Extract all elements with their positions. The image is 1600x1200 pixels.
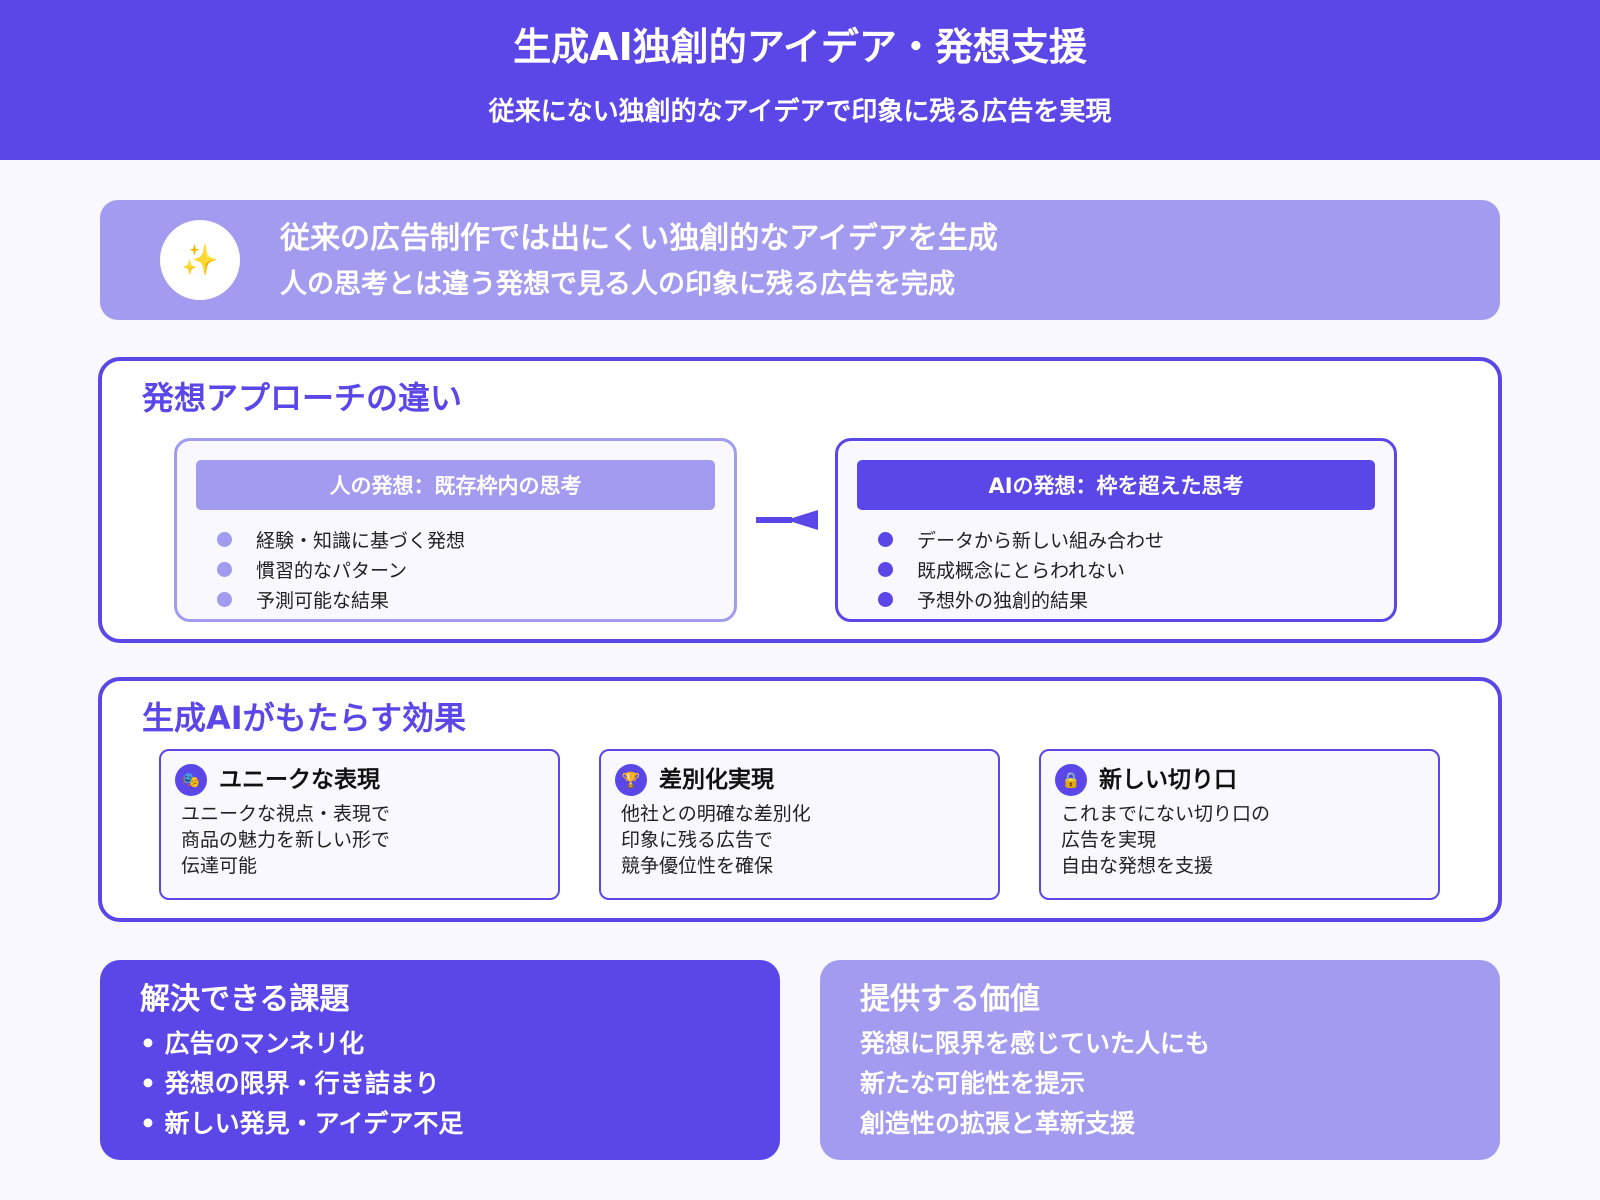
list-item: 創造性の拡張と革新支援: [860, 1109, 1136, 1138]
lock-icon: 🔒: [1055, 764, 1087, 796]
page-subtitle: 従来にない独創的なアイデアで印象に残る広告を実現: [488, 97, 1112, 127]
list-item: 予想外の独創的結果: [878, 584, 1164, 614]
intro-headline: 従来の広告制作では出にくい独創的なアイデアを生成: [280, 221, 998, 256]
problems-list: • 広告のマンネリ化 • 発想の限界・行き詰まり • 新しい発見・アイデア不足: [140, 1024, 463, 1144]
human-approach-heading: 人の発想：既存枠内の思考: [196, 460, 715, 510]
list-item: 新たな可能性を提示: [860, 1069, 1086, 1098]
list-item: • 広告のマンネリ化: [140, 1029, 365, 1058]
effect-card-title: 差別化実現: [659, 767, 774, 793]
effect-card-new-angle: 🔒 新しい切り口 これまでにない切り口の 広告を実現 自由な発想を支援: [1039, 749, 1440, 900]
effect-card-title: 新しい切り口: [1099, 767, 1237, 793]
trophy-icon: 🏆: [615, 764, 647, 796]
bullet-dot-icon: [217, 561, 232, 577]
problems-title: 解決できる課題: [140, 982, 350, 1017]
list-item: • 新しい発見・アイデア不足: [140, 1109, 464, 1138]
bullet-dot-icon: [217, 591, 232, 607]
arrow-icon: [756, 510, 818, 530]
effect-card-body: ユニークな視点・表現で 商品の魅力を新しい形で 伝達可能: [181, 803, 391, 877]
list-item: 発想に限界を感じていた人にも: [860, 1029, 1211, 1058]
list-item: 予測可能な結果: [217, 584, 465, 614]
effect-card-unique-expression: 🎭 ユニークな表現 ユニークな視点・表現で 商品の魅力を新しい形で 伝達可能: [159, 749, 560, 900]
list-item: 慣習的なパターン: [217, 554, 465, 584]
human-approach-box: 人の発想：既存枠内の思考 経験・知識に基づく発想 慣習的なパターン 予測可能な結…: [174, 438, 737, 622]
ai-approach-heading: AIの発想：枠を超えた思考: [857, 460, 1375, 510]
page-header: 生成AI独創的アイデア・発想支援 従来にない独創的なアイデアで印象に残る広告を実…: [0, 0, 1600, 160]
ai-approach-box: AIの発想：枠を超えた思考 データから新しい組み合わせ 既成概念にとらわれない …: [835, 438, 1397, 622]
performing-arts-icon: 🎭: [175, 764, 207, 796]
bullet-dot-icon: [878, 591, 893, 607]
ai-approach-list: データから新しい組み合わせ 既成概念にとらわれない 予想外の独創的結果: [878, 524, 1164, 614]
effect-card-differentiation: 🏆 差別化実現 他社との明確な差別化 印象に残る広告で 競争優位性を確保: [599, 749, 1000, 900]
values-card: 提供する価値 発想に限界を感じていた人にも 新たな可能性を提示 創造性の拡張と革…: [820, 960, 1500, 1160]
intro-banner: ✨ 従来の広告制作では出にくい独創的なアイデアを生成 人の思考とは違う発想で見る…: [100, 200, 1500, 320]
list-item: • 発想の限界・行き詰まり: [140, 1069, 440, 1098]
bullet-dot-icon: [878, 561, 893, 577]
list-item: 既成概念にとらわれない: [878, 554, 1164, 584]
effects-section-title: 生成AIがもたらす効果: [142, 699, 467, 737]
approach-section-title: 発想アプローチの違い: [142, 379, 463, 417]
bullet-dot-icon: [217, 531, 232, 547]
values-list: 発想に限界を感じていた人にも 新たな可能性を提示 創造性の拡張と革新支援: [860, 1024, 1210, 1144]
list-item: データから新しい組み合わせ: [878, 524, 1164, 554]
effect-card-body: これまでにない切り口の 広告を実現 自由な発想を支援: [1061, 803, 1271, 877]
human-approach-list: 経験・知識に基づく発想 慣習的なパターン 予測可能な結果: [217, 524, 465, 614]
list-item: 経験・知識に基づく発想: [217, 524, 465, 554]
effect-card-body: 他社との明確な差別化 印象に残る広告で 競争優位性を確保: [621, 803, 811, 877]
values-title: 提供する価値: [860, 982, 1040, 1017]
bullet-dot-icon: [878, 531, 893, 547]
page-title: 生成AI独創的アイデア・発想支援: [513, 25, 1087, 69]
intro-subline: 人の思考とは違う発想で見る人の印象に残る広告を完成: [280, 269, 955, 300]
problems-card: 解決できる課題 • 広告のマンネリ化 • 発想の限界・行き詰まり • 新しい発見…: [100, 960, 780, 1160]
effect-card-title: ユニークな表現: [219, 767, 380, 793]
sparkles-icon: ✨: [160, 220, 240, 300]
